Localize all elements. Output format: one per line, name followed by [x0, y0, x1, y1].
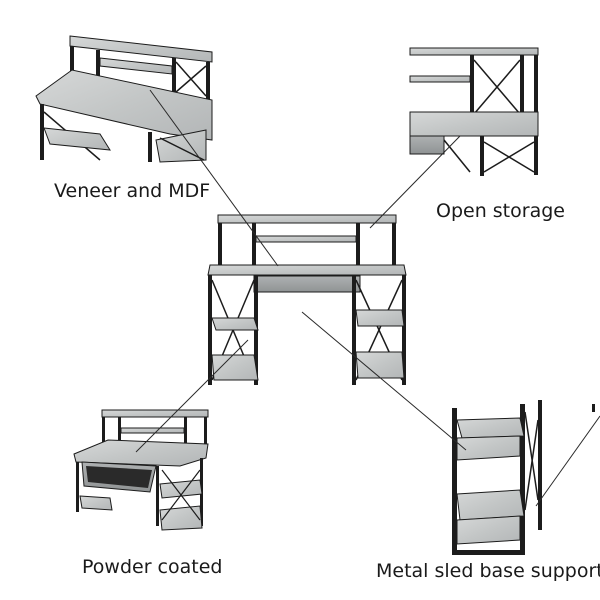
feature-label-sled-base: Metal sled base support	[376, 560, 600, 582]
detail-veneer-desk	[35, 35, 213, 163]
leader-sled	[301, 311, 467, 451]
leader-powder	[135, 339, 249, 453]
detail-powder-desk	[73, 409, 209, 531]
detail-open-storage	[409, 47, 539, 176]
center-desk	[207, 214, 407, 385]
detail-sled-base	[452, 400, 595, 555]
leader-sled-right	[535, 415, 600, 507]
leader-lines	[135, 89, 600, 507]
feature-label-open-storage: Open storage	[436, 200, 565, 222]
leader-open-storage	[369, 135, 461, 229]
leader-veneer	[149, 89, 279, 267]
feature-label-veneer: Veneer and MDF	[54, 180, 211, 202]
feature-label-powder-coated: Powder coated	[82, 556, 223, 578]
